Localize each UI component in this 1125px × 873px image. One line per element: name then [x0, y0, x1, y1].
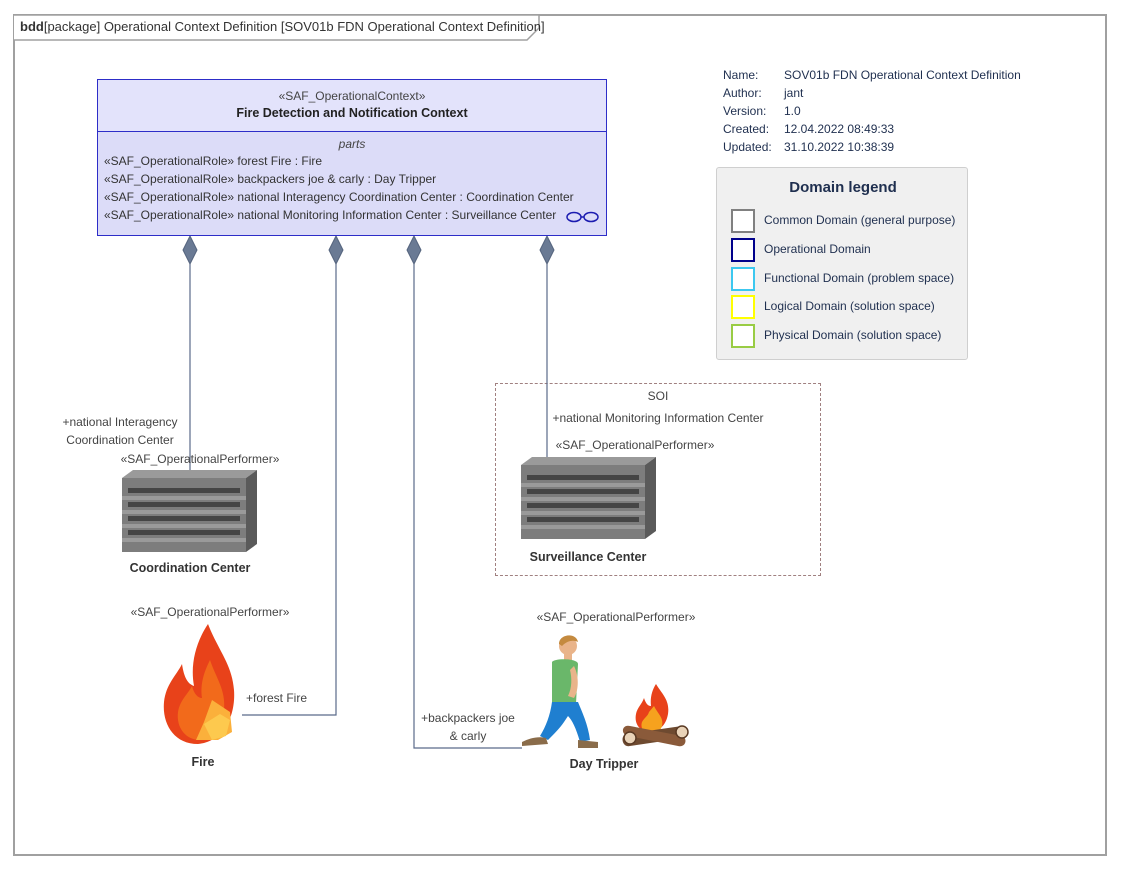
meta-updated-value: 31.10.2022 10:38:39 [784, 140, 895, 154]
meta-created-label: Created: [723, 122, 770, 136]
surveillance-stereotype: «SAF_OperationalPerformer» [555, 438, 715, 452]
legend-swatch-operational [731, 238, 755, 262]
role-label-coordination-line1: +national Interagency [62, 415, 178, 429]
surveillance-rack [521, 457, 656, 539]
legend-swatch-functional [731, 267, 755, 291]
context-stereotype: «SAF_OperationalContext» [278, 89, 426, 103]
hiker-figure [522, 635, 598, 748]
meta-author-label: Author: [723, 86, 762, 100]
legend-label-common: Common Domain (general purpose) [764, 213, 956, 227]
coordination-stereotype: «SAF_OperationalPerformer» [120, 452, 280, 466]
composition-diamond-fire [328, 234, 344, 266]
server-rack-icon[interactable] [519, 455, 661, 541]
legend-label-physical: Physical Domain (solution space) [764, 328, 942, 342]
part-row-daytripper[interactable]: «SAF_OperationalRole» backpackers joe & … [104, 172, 437, 186]
meta-author-value: jant [784, 86, 804, 100]
surveillance-name: Surveillance Center [529, 550, 647, 564]
coordination-name: Coordination Center [129, 561, 251, 575]
context-block-name: Fire Detection and Notification Context [236, 106, 468, 120]
parts-compartment-title: parts [338, 137, 366, 151]
legend-label-logical: Logical Domain (solution space) [764, 299, 935, 313]
legend-swatch-logical [731, 295, 755, 319]
legend-swatch-common [731, 209, 755, 233]
frame-title-text: [package] Operational Context Definition… [43, 19, 545, 34]
fire-name: Fire [191, 755, 215, 769]
role-label-coordination-line2: Coordination Center [66, 433, 174, 447]
meta-version-value: 1.0 [784, 104, 801, 118]
role-label-daytripper: +backpackers joe & carly [408, 709, 528, 745]
legend-label-operational: Operational Domain [764, 242, 871, 256]
diagram-frame [13, 14, 1107, 856]
legend-label-functional: Functional Domain (problem space) [764, 271, 955, 285]
composite-structure-icon [566, 211, 599, 223]
context-block-header: «SAF_OperationalContext» Fire Detection … [98, 80, 606, 132]
connector-fire [242, 264, 337, 716]
soi-boundary[interactable] [495, 383, 821, 576]
connector-daytripper [413, 264, 522, 749]
soi-label: SOI [647, 389, 669, 403]
composition-diamond-coordination [182, 234, 198, 266]
part-row-surveillance[interactable]: «SAF_OperationalRole» national Monitorin… [104, 208, 557, 222]
frame-title: bdd[package] Operational Context Definit… [20, 19, 545, 34]
role-label-fire: +forest Fire [246, 691, 308, 705]
coordination-rack [122, 470, 257, 552]
server-rack-icon[interactable] [120, 468, 262, 554]
meta-version-label: Version: [723, 104, 767, 118]
meta-name-value: SOV01b FDN Operational Context Definitio… [784, 68, 1021, 82]
fire-stereotype: «SAF_OperationalPerformer» [130, 605, 290, 619]
role-label-coordination: +national Interagency Coordination Cente… [40, 413, 200, 449]
role-label-daytripper-line2: & carly [449, 729, 487, 743]
composition-diamond-surveillance [539, 234, 555, 266]
context-block[interactable]: «SAF_OperationalContext» Fire Detection … [97, 79, 607, 236]
role-label-surveillance: +national Monitoring Information Center [552, 411, 764, 425]
meta-updated-label: Updated: [723, 140, 772, 154]
daytripper-stereotype: «SAF_OperationalPerformer» [536, 610, 696, 624]
daytripper-name: Day Tripper [569, 757, 639, 771]
role-label-daytripper-line1: +backpackers joe [421, 711, 515, 725]
meta-created-value: 12.04.2022 08:49:33 [784, 122, 895, 136]
hiker-campfire-icon[interactable] [518, 632, 690, 750]
domain-legend: Domain legend Common Domain (general pur… [716, 167, 968, 360]
frame-tab [14, 14, 540, 41]
part-row-coordination[interactable]: «SAF_OperationalRole» national Interagen… [104, 190, 574, 204]
legend-title: Domain legend [789, 179, 897, 196]
part-row-fire[interactable]: «SAF_OperationalRole» forest Fire : Fire [104, 154, 323, 168]
meta-name-label: Name: [723, 68, 759, 82]
composition-diamond-daytripper [406, 234, 422, 266]
legend-swatch-physical [731, 324, 755, 348]
frame-kind: bdd [20, 19, 44, 34]
flame-icon[interactable] [160, 620, 244, 748]
campfire [622, 684, 689, 747]
